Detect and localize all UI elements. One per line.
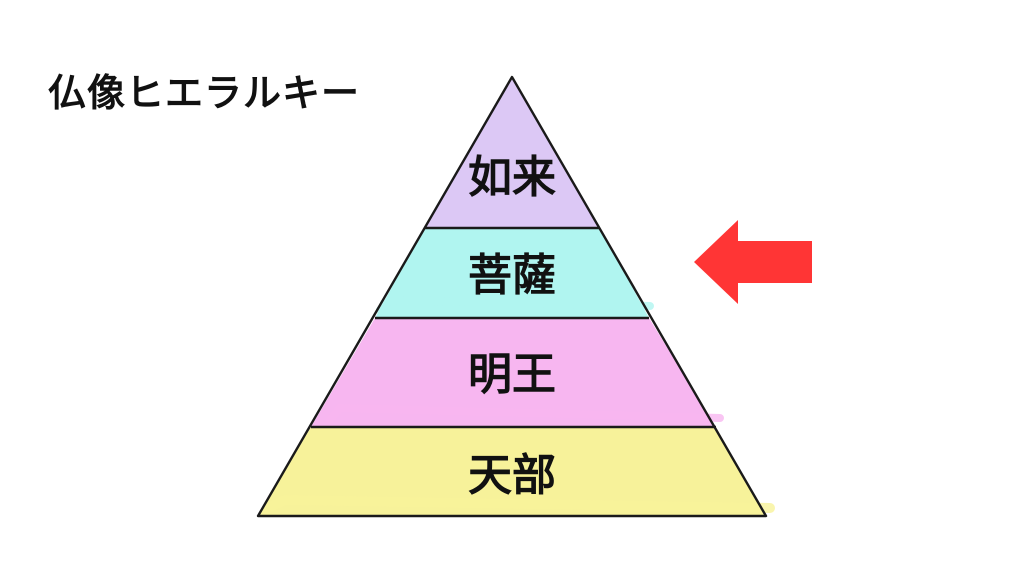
- tier-overspill-myoo: [326, 403, 724, 424]
- pyramid-outline: [256, 75, 768, 518]
- tier-band-bosatsu: [375, 228, 649, 318]
- tier-band-nyorai: [424, 77, 600, 228]
- tier-band-myoo: [311, 318, 716, 427]
- tier-overspill-bosatsu: [376, 295, 654, 314]
- tier-label-tenbu: 天部: [468, 450, 556, 501]
- tier-label-myoo: 明王: [468, 349, 556, 400]
- diagram-title: 仏像ヒエラルキー: [48, 71, 361, 115]
- tier-label-bosatsu: 菩薩: [468, 250, 556, 301]
- left-arrow-icon: [694, 220, 812, 304]
- tier-overspill-tenbu: [267, 494, 775, 513]
- tier-band-tenbu: [258, 427, 766, 516]
- tier-label-nyorai: 如来: [468, 152, 556, 203]
